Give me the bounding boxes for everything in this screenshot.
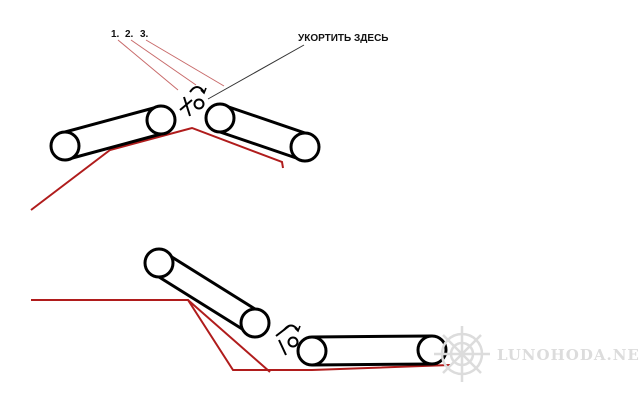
callout-leader-lines <box>117 39 305 100</box>
watermark-compass-icon <box>434 326 490 382</box>
bottom-hinge-joint <box>275 324 301 356</box>
top-rotation-arrow-icon <box>189 86 205 93</box>
bottom-inclined-track <box>143 247 271 339</box>
leader-line-3 <box>145 39 225 87</box>
callout-number-3: 3. <box>140 29 149 40</box>
bottom-inclined-track-upper-wheel <box>143 247 175 279</box>
leader-line-2 <box>130 39 197 86</box>
callout-number-2: 2. <box>125 29 134 40</box>
bottom-flat-track-front-wheel <box>416 334 448 366</box>
bottom-terrain-line <box>31 299 451 371</box>
top-terrain-line <box>30 126 284 211</box>
callout-label: УКОРТИТЬ ЗДЕСЬ <box>298 33 388 44</box>
top-hinge-joint <box>179 86 207 117</box>
top-scenario: 1. 2. 3. УКОРТИТЬ ЗДЕСЬ <box>30 29 388 211</box>
bottom-flat-track <box>296 334 448 367</box>
bottom-terrain-branch <box>187 299 271 373</box>
watermark: LUNOHODA.NET <box>434 326 640 382</box>
bottom-inclined-track-lower-wheel <box>239 307 271 339</box>
watermark-text: LUNOHODA.NET <box>497 346 640 364</box>
top-right-track-rear-wheel <box>204 102 236 134</box>
bottom-scenario <box>31 247 451 373</box>
top-left-track-rear-wheel <box>49 130 81 162</box>
callout-number-1: 1. <box>111 29 120 40</box>
leader-line-1 <box>117 39 179 91</box>
bottom-flat-track-rear-wheel <box>296 335 328 367</box>
top-left-track <box>49 104 177 162</box>
top-right-track <box>204 102 321 163</box>
top-right-track-front-wheel <box>289 131 321 163</box>
leader-line-callout <box>207 44 305 100</box>
bottom-rotation-arrow-icon <box>283 324 299 331</box>
top-left-track-front-wheel <box>145 104 177 136</box>
